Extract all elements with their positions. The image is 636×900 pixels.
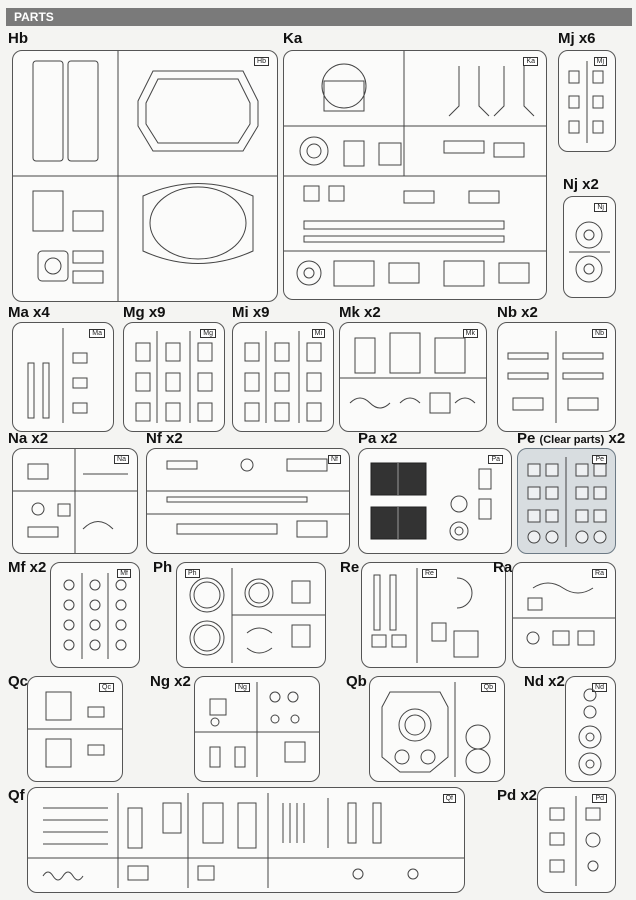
parts-header-bar: PARTS — [6, 8, 632, 26]
sprue-tag-re: Re — [422, 569, 437, 578]
sprue-label-pe: Pe (Clear parts) x2 — [517, 430, 626, 447]
sprue-tag-pd: Pd — [592, 794, 607, 803]
sprue-tag-mj: Mj — [593, 57, 607, 66]
sprue-tag-mi: Mi — [311, 329, 325, 338]
sprue-mk: Mk — [339, 322, 487, 432]
sprue-mj-parts — [559, 51, 615, 151]
sprue-tag-mf: Mf — [117, 569, 131, 578]
sprue-qb-parts — [370, 677, 504, 781]
sprue-pa: Pa — [358, 448, 512, 554]
parts-header-title: PARTS — [14, 10, 54, 24]
sprue-qf-parts — [28, 788, 464, 892]
sprue-label-ng: Ng x2 — [150, 673, 191, 690]
sprue-ra-parts — [513, 563, 615, 667]
sprue-label-pd: Pd x2 — [497, 787, 538, 804]
sprue-tag-mk: Mk — [462, 329, 478, 338]
sprue-tag-ng: Ng — [235, 683, 250, 692]
sprue-tag-ph: Ph — [185, 569, 200, 578]
sprue-mg: Mg — [123, 322, 225, 432]
sprue-mk-parts — [340, 323, 486, 431]
sprue-nf: Nf — [146, 448, 350, 554]
sprue-tag-nd: Nd — [592, 683, 607, 692]
sprue-tag-ka: Ka — [523, 57, 538, 66]
sprue-label-qb: Qb — [346, 673, 367, 690]
sprue-tag-ma: Ma — [89, 329, 105, 338]
sprue-mg-parts — [124, 323, 224, 431]
sprue-label-mf: Mf x2 — [8, 559, 47, 576]
sprue-mi-parts — [233, 323, 333, 431]
sprue-tag-qf: Qf — [442, 794, 456, 803]
sprue-nb: Nb — [497, 322, 616, 432]
sprue-ng: Ng — [194, 676, 320, 782]
sprue-pe: Pe — [517, 448, 616, 554]
sprue-nd: Nd — [565, 676, 616, 782]
sprue-label-mj: Mj x6 — [558, 30, 596, 47]
sprue-pd-parts — [538, 788, 615, 892]
sprue-label-nd: Nd x2 — [524, 673, 565, 690]
sprue-tag-ra: Ra — [592, 569, 607, 578]
sprue-tag-nb: Nb — [592, 329, 607, 338]
sprue-label-ma: Ma x4 — [8, 304, 50, 321]
sprue-ph-parts — [177, 563, 325, 667]
sprue-ra: Ra — [512, 562, 616, 668]
sprue-pa-parts — [359, 449, 511, 553]
sprue-ka-parts — [284, 51, 546, 299]
sprue-label-re: Re — [340, 559, 360, 576]
sprue-label-ra: Ra — [493, 559, 513, 576]
sprue-nj: Nj — [563, 196, 616, 298]
sprue-nj-parts — [564, 197, 615, 297]
sprue-label-na: Na x2 — [8, 430, 49, 447]
sprue-tag-na: Na — [114, 455, 129, 464]
sprue-ng-parts — [195, 677, 319, 781]
sprue-label-ka: Ka — [283, 30, 303, 47]
sprue-pe-parts — [518, 449, 615, 553]
sprue-label-qc: Qc — [8, 673, 29, 690]
sprue-tag-pa: Pa — [488, 455, 503, 464]
sprue-label-nj: Nj x2 — [563, 176, 599, 193]
sprue-label-ph: Ph — [153, 559, 173, 576]
sprue-pd: Pd — [537, 787, 616, 893]
sprue-tag-hb: Hb — [254, 57, 269, 66]
sprue-tag-mg: Mg — [200, 329, 216, 338]
sprue-ka: Ka — [283, 50, 547, 300]
sprue-nb-parts — [498, 323, 615, 431]
sprue-qc-parts — [28, 677, 122, 781]
sprue-label-qf: Qf — [8, 787, 25, 804]
sprue-re: Re — [361, 562, 506, 668]
sprue-tag-nj: Nj — [594, 203, 607, 212]
sprue-label-nf: Nf x2 — [146, 430, 183, 447]
sprue-label-hb: Hb — [8, 30, 28, 47]
sprue-label-mg: Mg x9 — [123, 304, 166, 321]
sprue-hb-parts — [13, 51, 277, 301]
sprue-mf: Mf — [50, 562, 140, 668]
sprue-re-parts — [362, 563, 505, 667]
sprue-nd-parts — [566, 677, 615, 781]
sprue-qb: Qb — [369, 676, 505, 782]
sprue-hb: Hb — [12, 50, 278, 302]
sprue-tag-qc: Qc — [99, 683, 114, 692]
sprue-ma: Ma — [12, 322, 114, 432]
sprue-nf-parts — [147, 449, 349, 553]
sprue-mi: Mi — [232, 322, 334, 432]
sprue-tag-nf: Nf — [328, 455, 341, 464]
sprue-qf: Qf — [27, 787, 465, 893]
sprue-na: Na — [12, 448, 138, 554]
sprue-ma-parts — [13, 323, 113, 431]
sprue-mf-parts — [51, 563, 139, 667]
sprue-label-pa: Pa x2 — [358, 430, 398, 447]
sprue-mj: Mj — [558, 50, 616, 152]
sprue-label-mi: Mi x9 — [232, 304, 270, 321]
sprue-tag-qb: Qb — [480, 683, 496, 692]
sprue-ph: Ph — [176, 562, 326, 668]
sprue-label-nb: Nb x2 — [497, 304, 538, 321]
sprue-qc: Qc — [27, 676, 123, 782]
sprue-label-mk: Mk x2 — [339, 304, 381, 321]
sprue-na-parts — [13, 449, 137, 553]
